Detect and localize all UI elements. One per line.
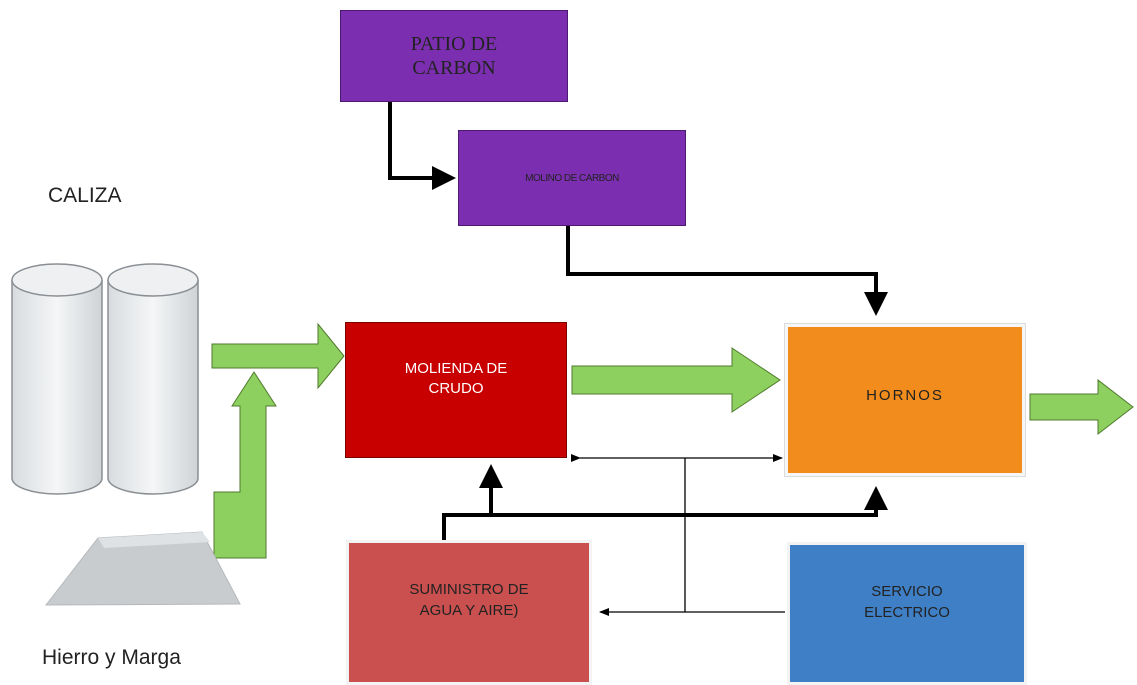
cylinder-2 [107,263,199,495]
node-molino-carbon-label: MOLINO DE CARBON [525,172,619,184]
flow-arrow-output [1029,378,1134,436]
label-hierro-marga: Hierro y Marga [42,646,181,669]
node-hornos-label: HORNOS [866,387,944,404]
label-caliza: CALIZA [48,184,122,207]
node-molino-carbon: MOLINO DE CARBON [458,130,686,226]
node-servicio-electrico-label: SERVICIO ELECTRICO [864,583,950,621]
node-suministro-label: SUMINISTRO DE AGUA Y AIRE) [409,581,529,619]
cylinder-1 [11,263,103,495]
connector-suministro-feed [442,486,888,540]
flow-arrow-caliza [211,322,345,390]
node-hornos: HORNOS [785,324,1025,476]
node-suministro: SUMINISTRO DE AGUA Y AIRE) [346,540,592,685]
node-molienda-crudo-label: MOLIENDA DE CRUDO [404,360,508,397]
flow-arrow-hierro [213,371,277,559]
material-pile [44,531,241,606]
node-servicio-electrico: SERVICIO ELECTRICO [787,542,1027,685]
node-patio-carbon-label: PATIO DE CARBON [410,33,498,79]
node-molienda-crudo: MOLIENDA DE CRUDO [345,322,567,458]
node-patio-carbon: PATIO DE CARBON [340,10,568,102]
flow-arrow-molienda [571,347,781,413]
connector-molino-to-hornos [566,226,888,316]
connector-patio-to-molino [388,100,456,190]
